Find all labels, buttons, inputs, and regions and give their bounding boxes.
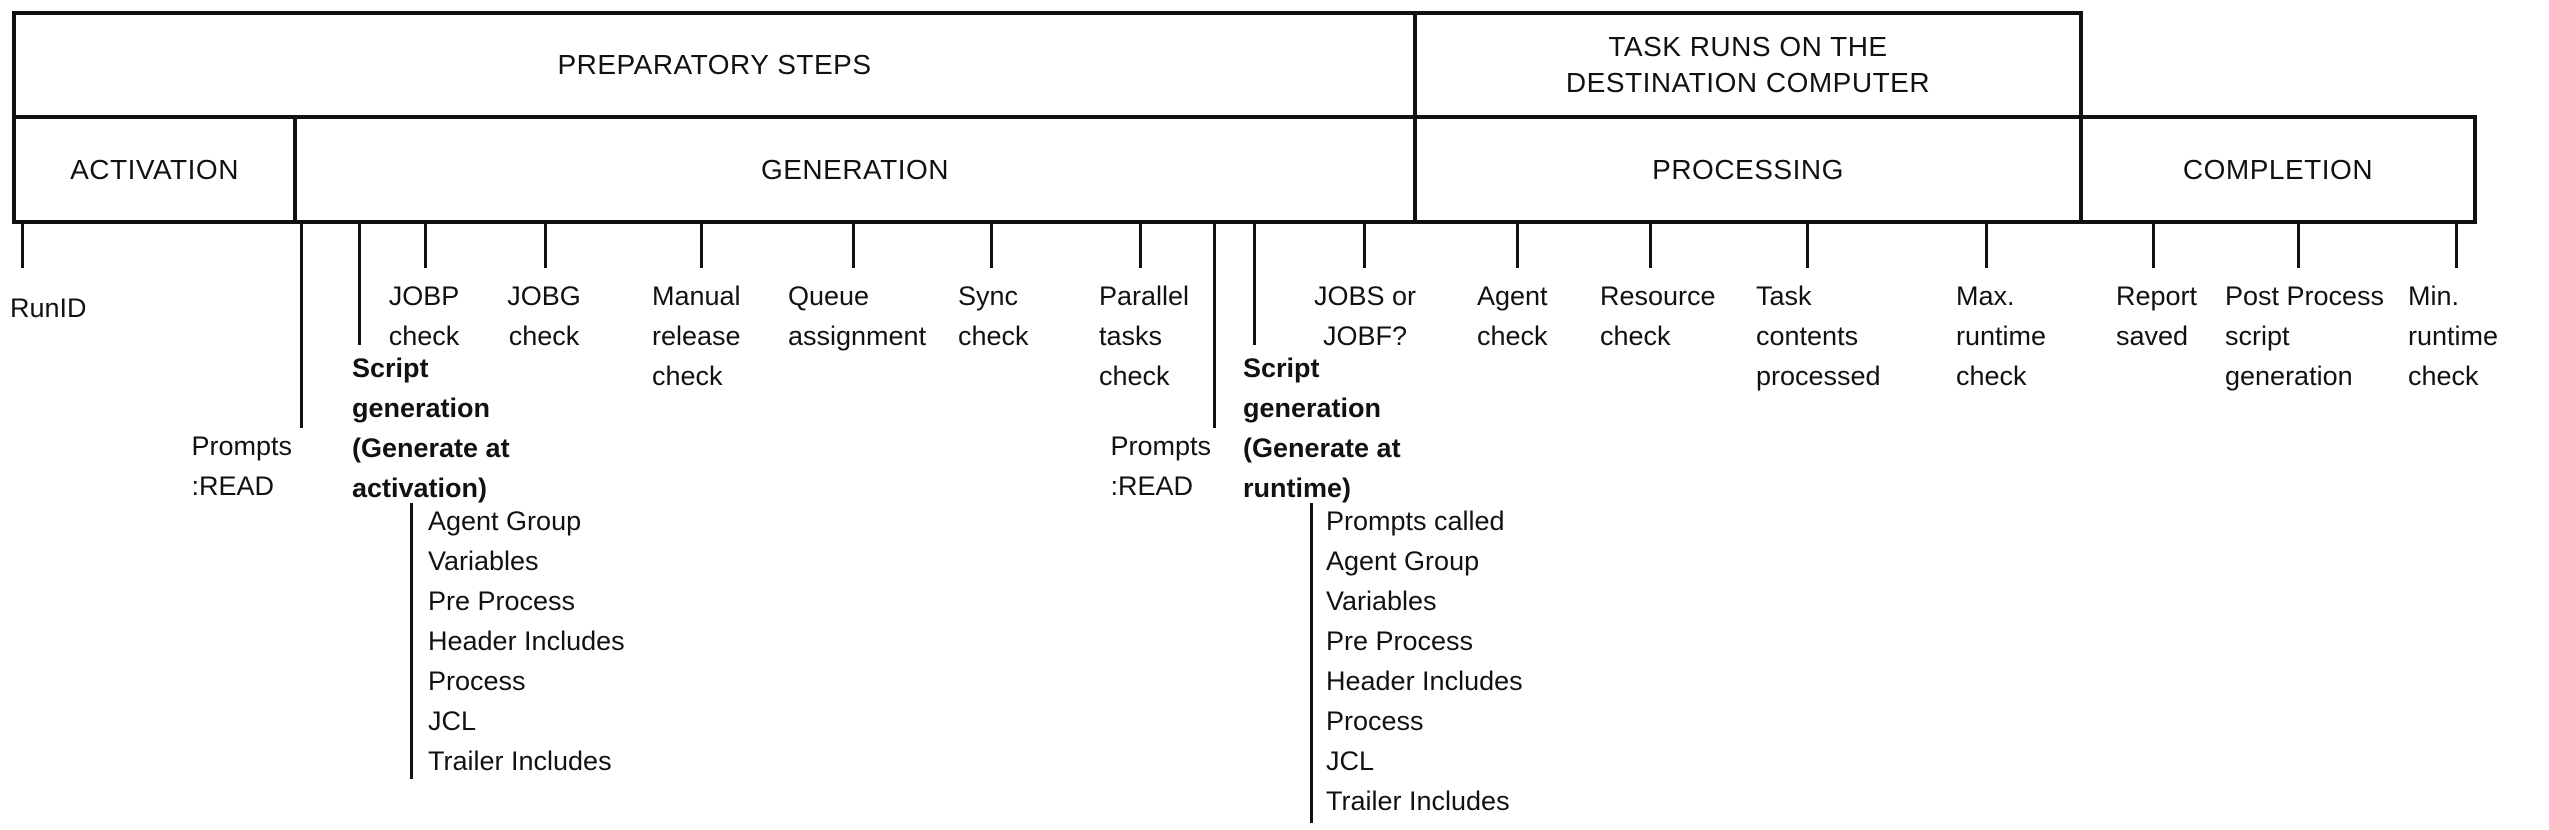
step-label-jobs-or-jobf: JOBS or JOBF? bbox=[1313, 281, 1417, 351]
phase-box-activation: ACTIVATION bbox=[12, 115, 297, 224]
step-label-parallel-tasks-check: Parallel tasks check bbox=[1099, 281, 1190, 391]
tick-parallel-tasks-check bbox=[1139, 222, 1142, 268]
phase-box-preparatory-steps: PREPARATORY STEPS bbox=[12, 11, 1417, 119]
step-label-report-saved: Report saved bbox=[2116, 281, 2198, 351]
phase-box-processing: PROCESSING bbox=[1413, 115, 2083, 224]
step-label-task-contents-processed: Task contents processed bbox=[1756, 281, 1881, 391]
tick-prompts-read-activation bbox=[300, 222, 303, 428]
phase-box-completion: COMPLETION bbox=[2079, 115, 2477, 224]
step-list-script-generation-activation-items: Agent Group Variables Pre Process Header… bbox=[428, 506, 625, 776]
step-label-sync-check: Sync check bbox=[958, 281, 1029, 351]
tick-manual-release-check bbox=[700, 222, 703, 268]
step-label-jobp-check: JOBP check bbox=[388, 281, 460, 351]
tick-resource-check bbox=[1649, 222, 1652, 268]
step-label-jobg-check: JOBG check bbox=[507, 281, 581, 351]
step-label-max-runtime-check: Max. runtime check bbox=[1956, 281, 2047, 391]
step-label-prompts-read-activation: Prompts :READ bbox=[191, 431, 292, 501]
step-label-runid: RunID bbox=[10, 293, 87, 323]
script-generation-runtime-items-line bbox=[1310, 503, 1313, 823]
step-label-script-generation-runtime: Script generation (Generate at runtime) bbox=[1243, 353, 1401, 503]
script-generation-activation-items-line bbox=[410, 503, 413, 779]
step-label-script-generation-activation: Script generation (Generate at activatio… bbox=[352, 353, 510, 503]
tick-jobg-check bbox=[544, 222, 547, 268]
step-label-resource-check: Resource check bbox=[1600, 281, 1716, 351]
tick-script-generation-runtime bbox=[1253, 222, 1256, 345]
step-label-prompts-read-generation: Prompts :READ bbox=[1110, 431, 1211, 501]
tick-task-contents-processed bbox=[1806, 222, 1809, 268]
tick-queue-assignment bbox=[852, 222, 855, 268]
tick-report-saved bbox=[2152, 222, 2155, 268]
phase-box-generation: GENERATION bbox=[293, 115, 1417, 224]
tick-max-runtime-check bbox=[1985, 222, 1988, 268]
step-label-manual-release-check: Manual release check bbox=[652, 281, 741, 391]
tick-script-generation-activation bbox=[358, 222, 361, 345]
step-label-post-process-script-generation: Post Process script generation bbox=[2225, 281, 2385, 391]
tick-post-process-script-generation bbox=[2297, 222, 2300, 268]
tick-jobs-or-jobf bbox=[1363, 222, 1366, 268]
step-label-agent-check: Agent check bbox=[1477, 281, 1548, 351]
step-label-queue-assignment: Queue assignment bbox=[788, 281, 927, 351]
tick-agent-check bbox=[1516, 222, 1519, 268]
tick-runid bbox=[21, 222, 24, 268]
tick-sync-check bbox=[990, 222, 993, 268]
tick-prompts-read-generation bbox=[1213, 222, 1216, 428]
tick-jobp-check bbox=[424, 222, 427, 268]
step-label-min-runtime-check: Min. runtime check bbox=[2408, 281, 2499, 391]
phase-box-task-runs-on-destination-computer: TASK RUNS ON THE DESTINATION COMPUTER bbox=[1413, 11, 2083, 119]
tick-min-runtime-check bbox=[2455, 222, 2458, 268]
step-list-script-generation-runtime-items: Prompts called Agent Group Variables Pre… bbox=[1326, 506, 1523, 816]
